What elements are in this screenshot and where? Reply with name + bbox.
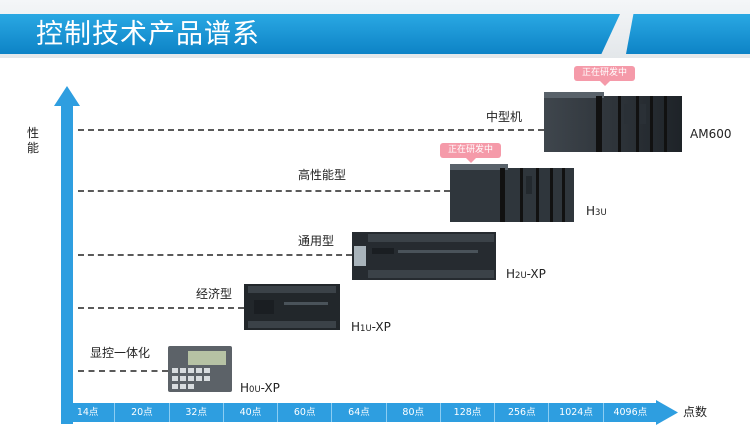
x-tick-label: 1024点 bbox=[549, 403, 604, 422]
category-label-economy: 经济型 bbox=[196, 287, 233, 301]
x-tick-label: 14点 bbox=[61, 403, 116, 422]
h3u-product-image bbox=[450, 164, 574, 222]
x-tick-label: 4096点 bbox=[613, 407, 648, 418]
category-label-high-performance: 高性能型 bbox=[298, 168, 347, 182]
x-tick-label: 32点 bbox=[170, 403, 224, 422]
model-label-h3u: H3U bbox=[586, 204, 607, 218]
x-tick-label: 60点 bbox=[278, 403, 333, 422]
h1u-xp-product-image bbox=[244, 284, 340, 330]
x-axis-label: 点数 bbox=[683, 405, 708, 419]
x-axis-arrow bbox=[656, 400, 678, 425]
category-label-general: 通用型 bbox=[298, 234, 335, 248]
level-line-midrange bbox=[78, 129, 544, 131]
category-label-midrange: 中型机 bbox=[486, 110, 523, 124]
x-axis-bar: 14点 20点 32点 40点 60点 64点 80点 128点 256点 10… bbox=[61, 403, 657, 422]
model-label-am600: AM600 bbox=[690, 127, 732, 141]
in-development-badge: 正在研发中 bbox=[440, 143, 502, 163]
header-banner-tab bbox=[626, 14, 750, 54]
y-axis bbox=[61, 104, 73, 424]
page-title: 控制技术产品谱系 bbox=[36, 19, 260, 50]
level-line-high-performance bbox=[78, 190, 450, 192]
h0u-xp-product-image bbox=[168, 346, 232, 392]
level-line-hmi-integrated bbox=[78, 370, 168, 372]
category-label-hmi-integrated: 显控一体化 bbox=[90, 346, 151, 360]
x-tick-label: 80点 bbox=[387, 403, 441, 422]
header-banner bbox=[0, 14, 620, 54]
x-tick-label: 256点 bbox=[495, 403, 550, 422]
y-axis-arrow bbox=[54, 86, 80, 106]
level-line-general bbox=[78, 254, 352, 256]
level-line-economy bbox=[78, 307, 244, 309]
y-axis-label: 性能 bbox=[27, 126, 40, 155]
x-tick-label: 20点 bbox=[115, 403, 170, 422]
x-tick-label: 40点 bbox=[224, 403, 279, 422]
x-tick-label: 128点 bbox=[441, 403, 496, 422]
model-label-h2u-xp: H2U-XP bbox=[506, 267, 546, 281]
model-label-h1u-xp: H1U-XP bbox=[351, 320, 391, 334]
h2u-xp-product-image bbox=[352, 232, 496, 280]
in-development-badge: 正在研发中 bbox=[574, 66, 636, 86]
x-tick-label: 64点 bbox=[332, 403, 387, 422]
am600-product-image bbox=[544, 92, 682, 152]
model-label-h0u-xp: H0U-XP bbox=[240, 381, 280, 395]
